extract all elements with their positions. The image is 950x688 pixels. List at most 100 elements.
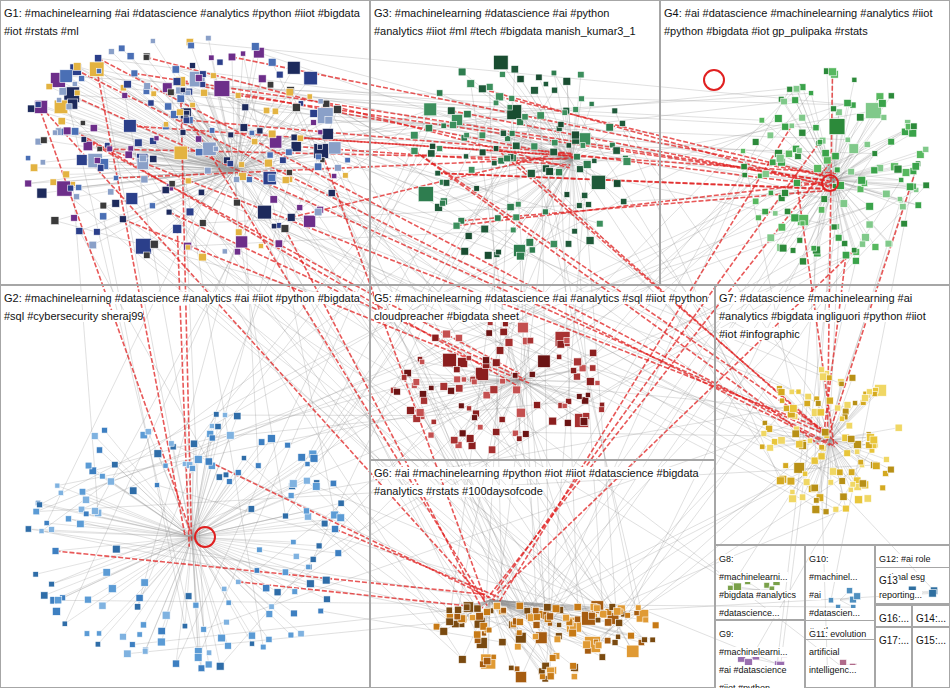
network-vertex (532, 633, 538, 639)
network-vertex (322, 128, 333, 139)
network-vertex (446, 607, 452, 613)
network-vertex (881, 114, 887, 120)
network-vertex (94, 229, 101, 236)
network-edge (43, 87, 803, 162)
network-vertex (113, 175, 118, 180)
network-vertex (99, 602, 106, 609)
network-edge (56, 551, 488, 595)
network-vertex (100, 202, 107, 209)
network-edge (520, 250, 537, 617)
network-vertex (574, 358, 582, 366)
network-vertex (134, 604, 140, 610)
network-edge (190, 42, 853, 105)
network-vertex (799, 258, 806, 265)
network-vertex (306, 564, 311, 569)
network-vertex (852, 257, 859, 264)
network-edge (833, 103, 882, 180)
network-vertex (507, 105, 522, 120)
network-vertex (283, 513, 289, 519)
network-edge (291, 90, 551, 671)
network-vertex (848, 487, 853, 492)
network-vertex (887, 466, 894, 473)
network-edge (204, 405, 848, 629)
network-vertex (564, 192, 570, 198)
network-vertex (216, 474, 222, 480)
network-edge (75, 131, 521, 388)
network-vertex (59, 88, 67, 96)
network-vertex (550, 240, 557, 247)
network-vertex (577, 166, 584, 173)
network-vertex (260, 644, 266, 650)
network-vertex (270, 196, 277, 203)
network-vertex (494, 55, 508, 69)
network-vertex (606, 124, 613, 131)
network-vertex (263, 172, 276, 185)
network-vertex (443, 353, 457, 367)
network-edge (450, 254, 497, 617)
network-vertex (440, 383, 448, 391)
network-vertex (650, 637, 655, 642)
network-vertex (209, 55, 214, 60)
network-vertex (793, 86, 800, 93)
network-vertex (206, 35, 212, 41)
network-edge (192, 445, 288, 537)
network-edge (461, 380, 520, 406)
network-vertex (888, 138, 895, 145)
network-vertex (76, 184, 82, 190)
network-vertex (507, 105, 512, 110)
network-edge (490, 600, 542, 677)
network-vertex (483, 392, 490, 399)
network-vertex (635, 605, 641, 611)
network-vertex (307, 580, 315, 588)
network-edge (192, 537, 301, 634)
network-edge (209, 462, 495, 600)
network-vertex (332, 525, 339, 532)
network-edge (490, 600, 615, 643)
network-vertex (544, 604, 551, 611)
network-vertex (185, 593, 192, 600)
network-edge (534, 90, 572, 160)
network-vertex (479, 132, 486, 139)
network-vertex (477, 424, 483, 430)
network-vertex (467, 406, 472, 411)
network-vertex (143, 54, 149, 60)
network-vertex (797, 148, 802, 153)
network-vertex (799, 129, 806, 136)
network-vertex (454, 366, 460, 372)
network-vertex (499, 71, 505, 77)
network-vertex (435, 170, 441, 176)
network-vertex (411, 147, 418, 154)
network-vertex (546, 168, 554, 176)
network-edge (213, 76, 550, 624)
network-vertex (174, 146, 187, 159)
network-vertex (235, 93, 241, 99)
network-vertex (85, 462, 92, 469)
network-vertex (102, 427, 108, 433)
network-vertex (589, 101, 594, 106)
network-edge (97, 160, 459, 388)
network-vertex (63, 127, 71, 135)
network-edge (52, 537, 192, 584)
network-vertex (263, 585, 270, 592)
network-vertex (190, 102, 195, 107)
network-vertex (516, 618, 523, 625)
network-vertex (286, 170, 292, 176)
network-vertex (394, 388, 401, 395)
network-vertex (194, 455, 202, 463)
network-vertex (557, 340, 565, 348)
network-edge (822, 164, 918, 448)
network-vertex (851, 247, 856, 252)
network-vertex (249, 130, 254, 135)
network-vertex (879, 100, 887, 108)
network-vertex (569, 629, 577, 637)
network-vertex (52, 130, 57, 135)
network-vertex (866, 221, 873, 228)
network-vertex (493, 100, 499, 106)
network-vertex (62, 621, 67, 626)
network-vertex (594, 605, 601, 612)
network-vertex (199, 220, 206, 227)
network-edge (31, 109, 235, 170)
network-vertex (552, 605, 560, 613)
network-edge (490, 600, 545, 679)
network-vertex (287, 61, 300, 74)
